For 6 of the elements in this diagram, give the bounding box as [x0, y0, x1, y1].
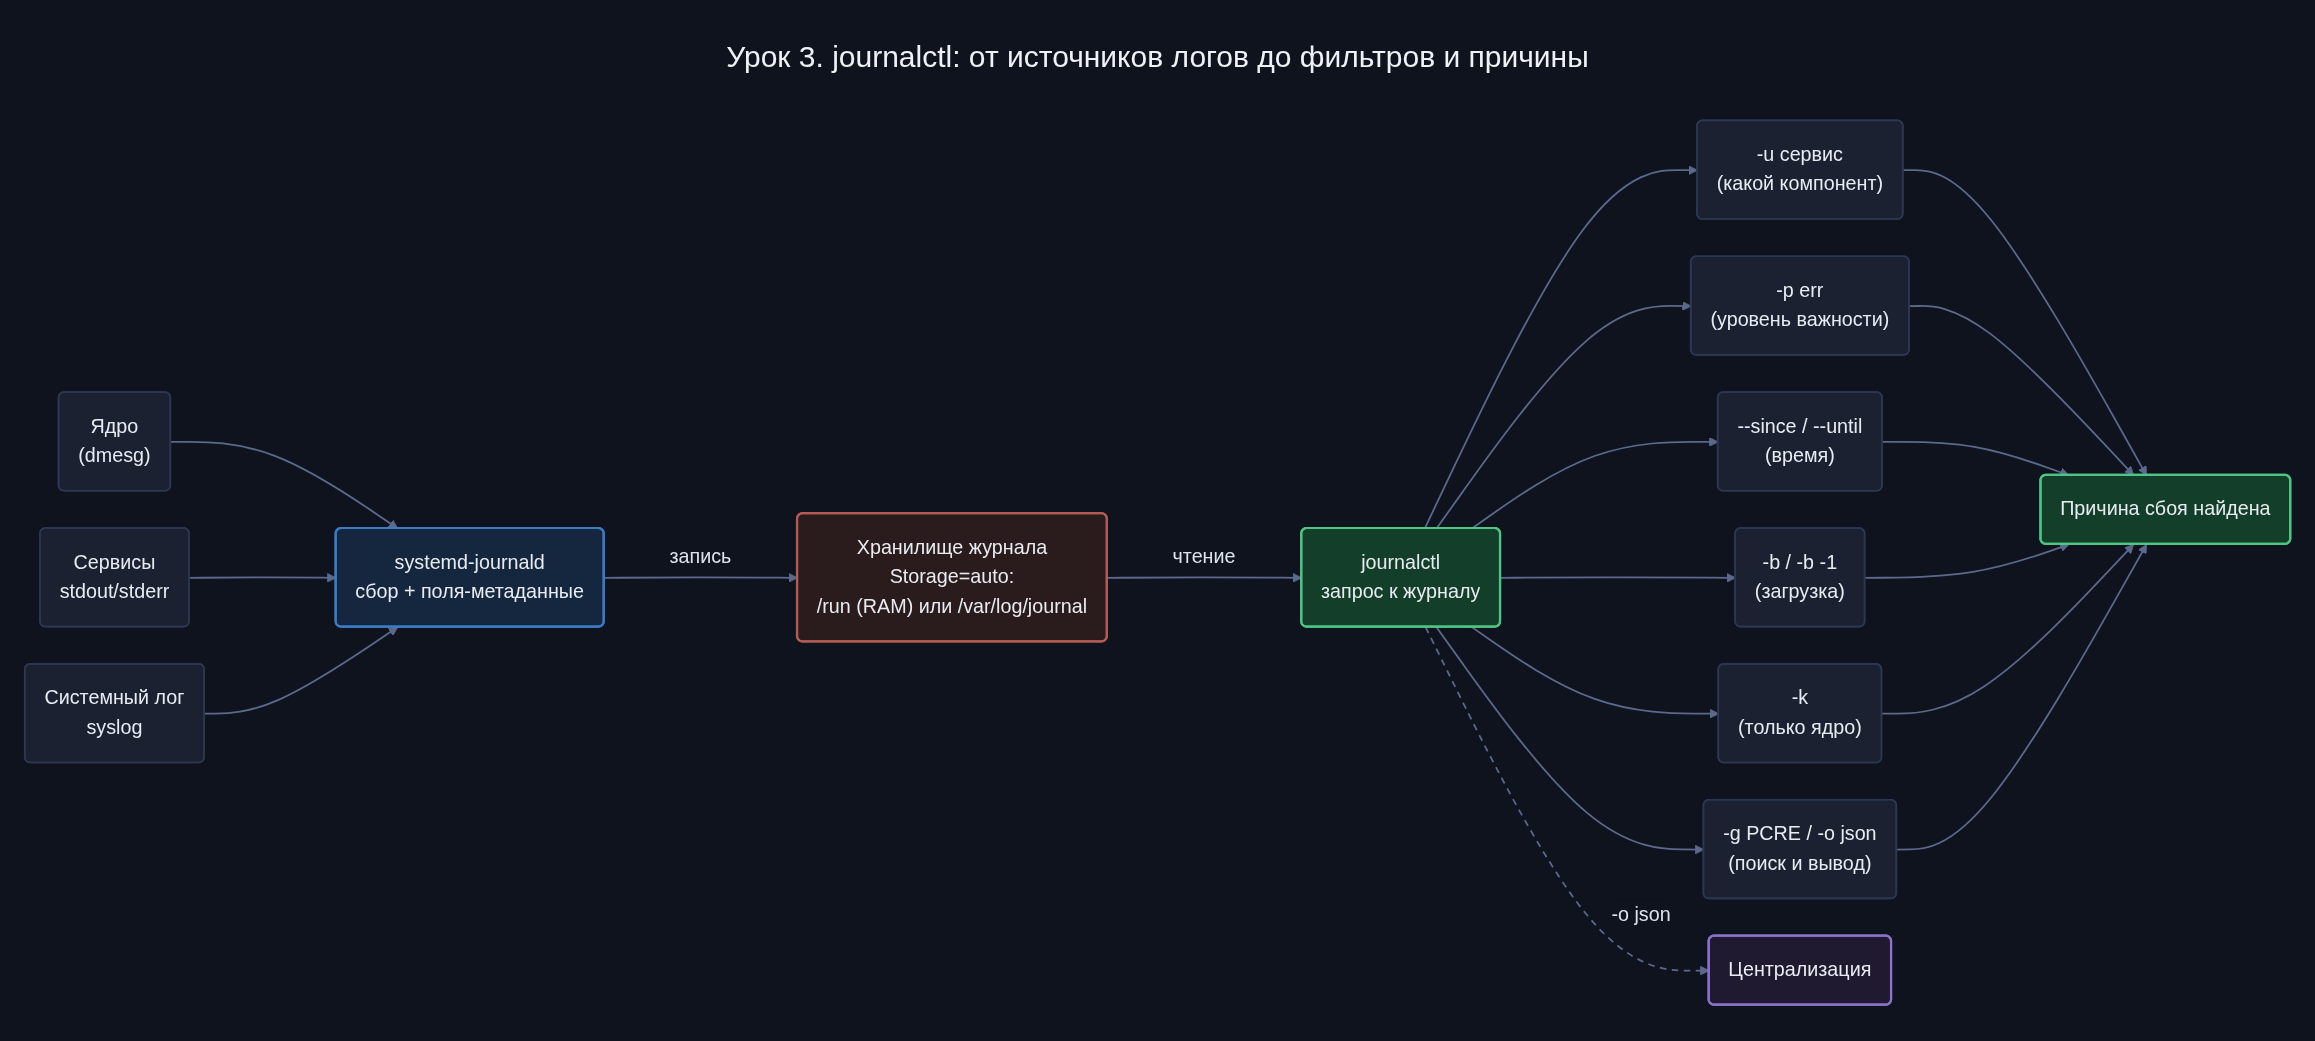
edge-label: -o json — [1611, 902, 1671, 925]
edge-label: чтение — [1172, 545, 1236, 568]
arrow — [1896, 544, 2147, 851]
arrow — [1881, 544, 2135, 715]
diagram-title: Урок 3. journalctl: от источников логов до фильтров и причины — [726, 40, 1589, 74]
edge-label: запись — [669, 545, 732, 568]
